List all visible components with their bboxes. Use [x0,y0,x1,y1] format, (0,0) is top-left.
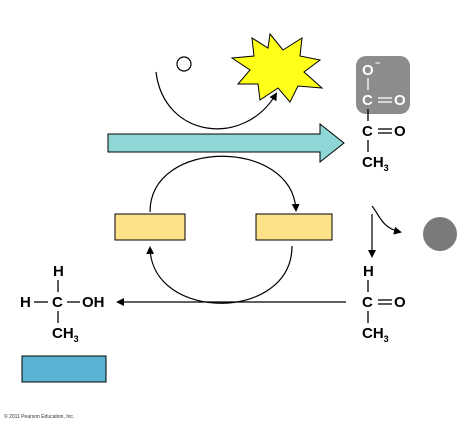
pyruvate-minus-sign: − [375,58,380,68]
top-curved-arrow [155,71,278,130]
pyruvate-ch: CH3 [362,154,389,173]
blue-box [21,355,107,383]
ethanol-h-left: H [20,294,31,311]
acetaldehyde-ch: CH3 [362,325,389,344]
copyright-text: © 2011 Pearson Education, Inc. [4,413,74,420]
cycle-lower-arrow [146,245,293,304]
ethanol-c: C [52,294,63,311]
carboxyl-highlight [356,56,410,114]
pyruvate-o-top: O [394,92,406,109]
pyruvate-o-mid: O [394,123,406,140]
gray-circle-icon [423,217,457,251]
ethanol-h-top: H [53,263,64,280]
yellow-box-left [114,213,186,241]
release-curved-arrow [371,205,402,235]
pyruvate-c-mid: C [362,123,373,140]
pyruvate-o-minus: O [362,62,374,79]
cycle-upper-arrow [149,155,300,213]
pyruvate-c-top: C [362,92,373,109]
ethanol-oh: OH [82,294,105,311]
cyan-arrow-icon [107,122,345,164]
yellow-box-right [255,213,333,241]
small-circle-icon [176,56,192,72]
acetaldehyde-o: O [394,294,406,311]
starburst-icon [230,32,324,103]
acetaldehyde-h: H [363,263,374,280]
ethanol-ch: CH3 [52,325,79,344]
acetaldehyde-c: C [362,294,373,311]
